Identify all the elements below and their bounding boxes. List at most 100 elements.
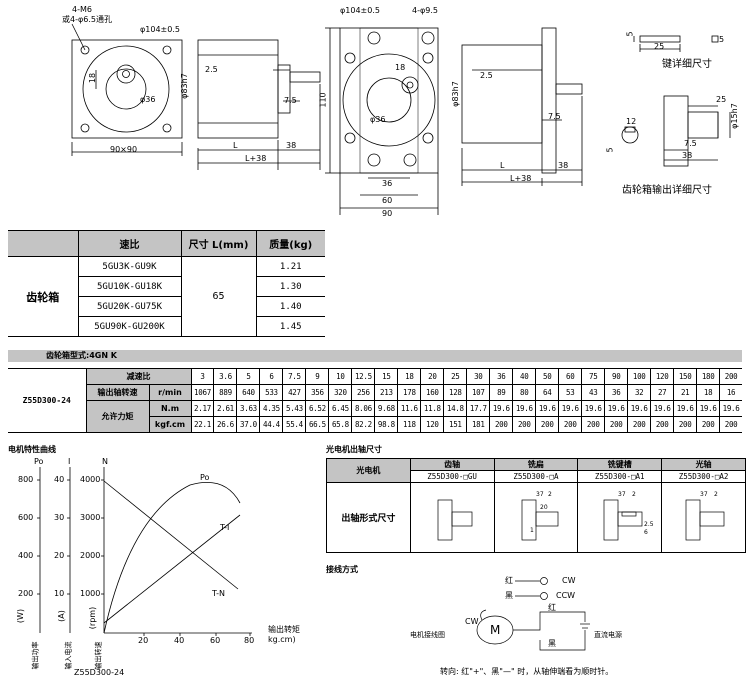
d2-L: L [500,161,505,170]
t2-kgf-6: 65.8 [328,416,353,433]
t1-h-size: 尺寸 L(mm) [180,230,257,257]
t2-kgf-9: 118 [397,416,422,433]
d1-36: φ36 [140,95,156,104]
d2-36: 36 [382,179,393,188]
d3-out-title: 齿轮箱输出详细尺寸 [622,185,712,196]
t2-speed-2: 640 [236,384,261,401]
curve-lbl-tn: T-N [212,589,226,598]
curve-po-t0: 800 [18,475,34,484]
t2-title: 齿轮箱型式:4GN K [46,351,118,360]
t1-size: 65 [180,256,257,337]
d3-38: 38 [682,151,693,160]
t2-kgf-21: 200 [673,416,698,433]
t2-kgf-20: 200 [650,416,675,433]
shaft-n37b: 37 [618,491,626,498]
t2-kgf-4: 55.4 [282,416,307,433]
t2-kgf-3: 44.4 [259,416,284,433]
shaft-n37c: 37 [700,491,708,498]
curve-po-t3: 200 [18,589,34,598]
curve-i-t1: 30 [54,513,65,522]
curve-lbl-po: Po [200,473,210,482]
d3-key-title: 键详细尺寸 [662,59,712,70]
t2-speed-11: 128 [443,384,468,401]
wiring-cw: CW [562,576,576,585]
shaft-h-motor: 光电机 [326,458,411,483]
d1-90: 90×90 [110,145,138,154]
shaft-n25: 2.5 [644,521,654,528]
wiring-ccw: CCW [556,591,576,600]
t2-kgf-12: 181 [466,416,491,433]
shaft-n20: 20 [540,504,548,511]
d2-38: 38 [558,161,569,170]
curve-x-t3: 80 [244,636,255,645]
t2-kgf-5: 66.5 [305,416,330,433]
curve-po-t2: 400 [18,551,34,560]
drawing1-lines [71,23,321,170]
drawing3-lines [621,35,731,167]
curve-n-t0: 4000 [80,475,101,484]
curve-ax-i: I [68,457,71,466]
shaft-n37a: 37 [536,491,544,498]
d1-75: 7.5 [284,96,297,105]
shaft-n1: 1 [530,527,534,534]
d1-L: L [233,141,238,150]
shaft-title: 光电机出轴尺寸 [326,445,382,454]
d3-25: 25 [654,42,665,51]
d3-5b: 5 [719,35,725,44]
t2-kgf-1: 26.6 [213,416,238,433]
t2-kgf-23: 200 [719,416,742,433]
t2-kgf-2: 37.0 [236,416,261,433]
shaft-h4: 光轴 [661,458,746,471]
d2-90: 90 [382,209,393,218]
t2-r3: 允许力矩 [85,400,150,433]
curve-lbl-ti: T-I [220,523,230,532]
curve-title: 电机特性曲线 [8,445,56,454]
d1-hole: 或4-φ6.5通孔 [62,15,112,24]
curve-x-t1: 40 [174,636,185,645]
shaft-row-label: 出轴形式尺寸 [326,482,411,553]
t2-kgf-7: 82.2 [351,416,376,433]
curve-ax-po: Po [34,457,44,466]
curve-x-t0: 20 [138,636,149,645]
d1-m6: 4-M6 [72,5,92,14]
curve-x-t2: 60 [210,636,221,645]
t2-kgf-11: 151 [443,416,468,433]
d2-L38: L+38 [510,174,532,183]
d1-38: 38 [286,141,297,150]
wiring-black: 黑 [505,591,513,600]
curve-n-t3: 1000 [80,589,101,598]
d1-pcd: φ104±0.5 [140,25,180,34]
curve-i-t2: 20 [54,551,65,560]
wiring-title: 接线方式 [326,565,358,574]
t2-nm-5: 6.52 [305,400,330,417]
t1-h-ratio: 速比 [77,230,182,257]
wiring-note: 转向: 红"+"、黑"—" 时，从轴伸端看为顺时针。 [440,667,614,676]
shaft-n2a: 2 [548,491,552,498]
t1-mass-3: 1.45 [255,316,325,337]
wiring-red: 红 [505,576,513,585]
shaft-h2: 铣扁 [493,458,579,471]
wiring-black2: 黑 [548,639,556,648]
wiring-motor-lbl: 电机接线图 [410,631,445,639]
curve-xl1: 输出转矩 [268,625,300,634]
t1-model-3: 5GU90K-GU200K [77,316,182,337]
d1-25: 2.5 [205,65,218,74]
wiring-dc: 直流电源 [594,631,622,639]
d2-18: 18 [395,63,406,72]
curve-i-t0: 40 [54,475,65,484]
d1-L38: L+38 [245,154,267,163]
shaft-h1: 齿轴 [409,458,495,471]
t2-title-bar [8,350,742,362]
wiring-cw2: CW [465,617,479,626]
gearbox-table: 速比 尺寸 L(mm) 质量(kg) 齿轮箱 5GU3K-GU9K 65 1.2… [8,230,325,337]
t2-r2: 输出轴转速 [85,384,150,401]
shaft-n6: 6 [644,529,648,536]
t1-label: 齿轮箱 [8,256,79,337]
t2-kgf-17: 200 [581,416,606,433]
d3-12: 12 [626,117,637,126]
curve-model: Z55D300-24 [74,668,125,677]
t2-ratio-10: 20 [420,368,445,385]
